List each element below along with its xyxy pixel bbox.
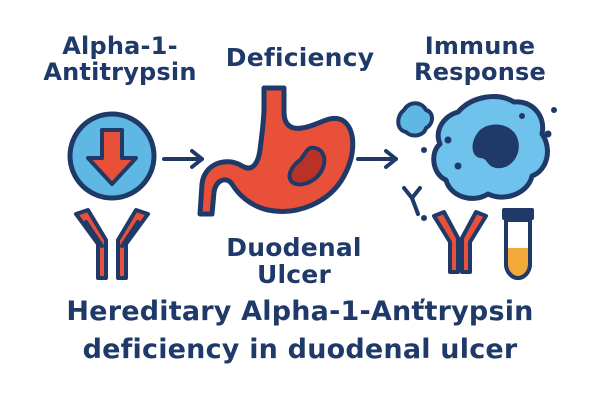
duodenal-label-line2: Ulcer bbox=[257, 260, 331, 289]
antibody-fragment-icon bbox=[402, 186, 427, 221]
test-tube-icon bbox=[502, 208, 534, 280]
alpha-label-line2: Antitrypsin bbox=[43, 57, 197, 86]
antibody-icon bbox=[432, 210, 488, 274]
alpha-antitrypsin-label: Alpha-1- Antitrypsin bbox=[40, 32, 200, 86]
immune-label-line1: Immune bbox=[424, 32, 536, 60]
right-arrow-icon bbox=[356, 149, 398, 169]
stomach-icon bbox=[197, 85, 356, 217]
down-arrow-circle-icon bbox=[67, 111, 157, 201]
title-line1: Hereditary Alpha-1-Anťtrypsin bbox=[66, 296, 534, 327]
duodenal-label-line1: Duodenal bbox=[226, 233, 362, 262]
alpha-label-line1: Alpha-1- bbox=[62, 32, 178, 60]
immune-response-label: Immune Response bbox=[402, 32, 558, 86]
deficiency-label: Deficiency bbox=[225, 43, 375, 72]
immune-cell-icon bbox=[396, 94, 557, 201]
title-line2: deficiency in duodenal ulcer bbox=[82, 334, 518, 365]
right-arrow-icon bbox=[162, 149, 204, 169]
immune-label-line2: Response bbox=[414, 57, 546, 86]
antibody-icon bbox=[74, 208, 150, 280]
duodenal-ulcer-label: Duodenal Ulcer bbox=[204, 234, 384, 288]
